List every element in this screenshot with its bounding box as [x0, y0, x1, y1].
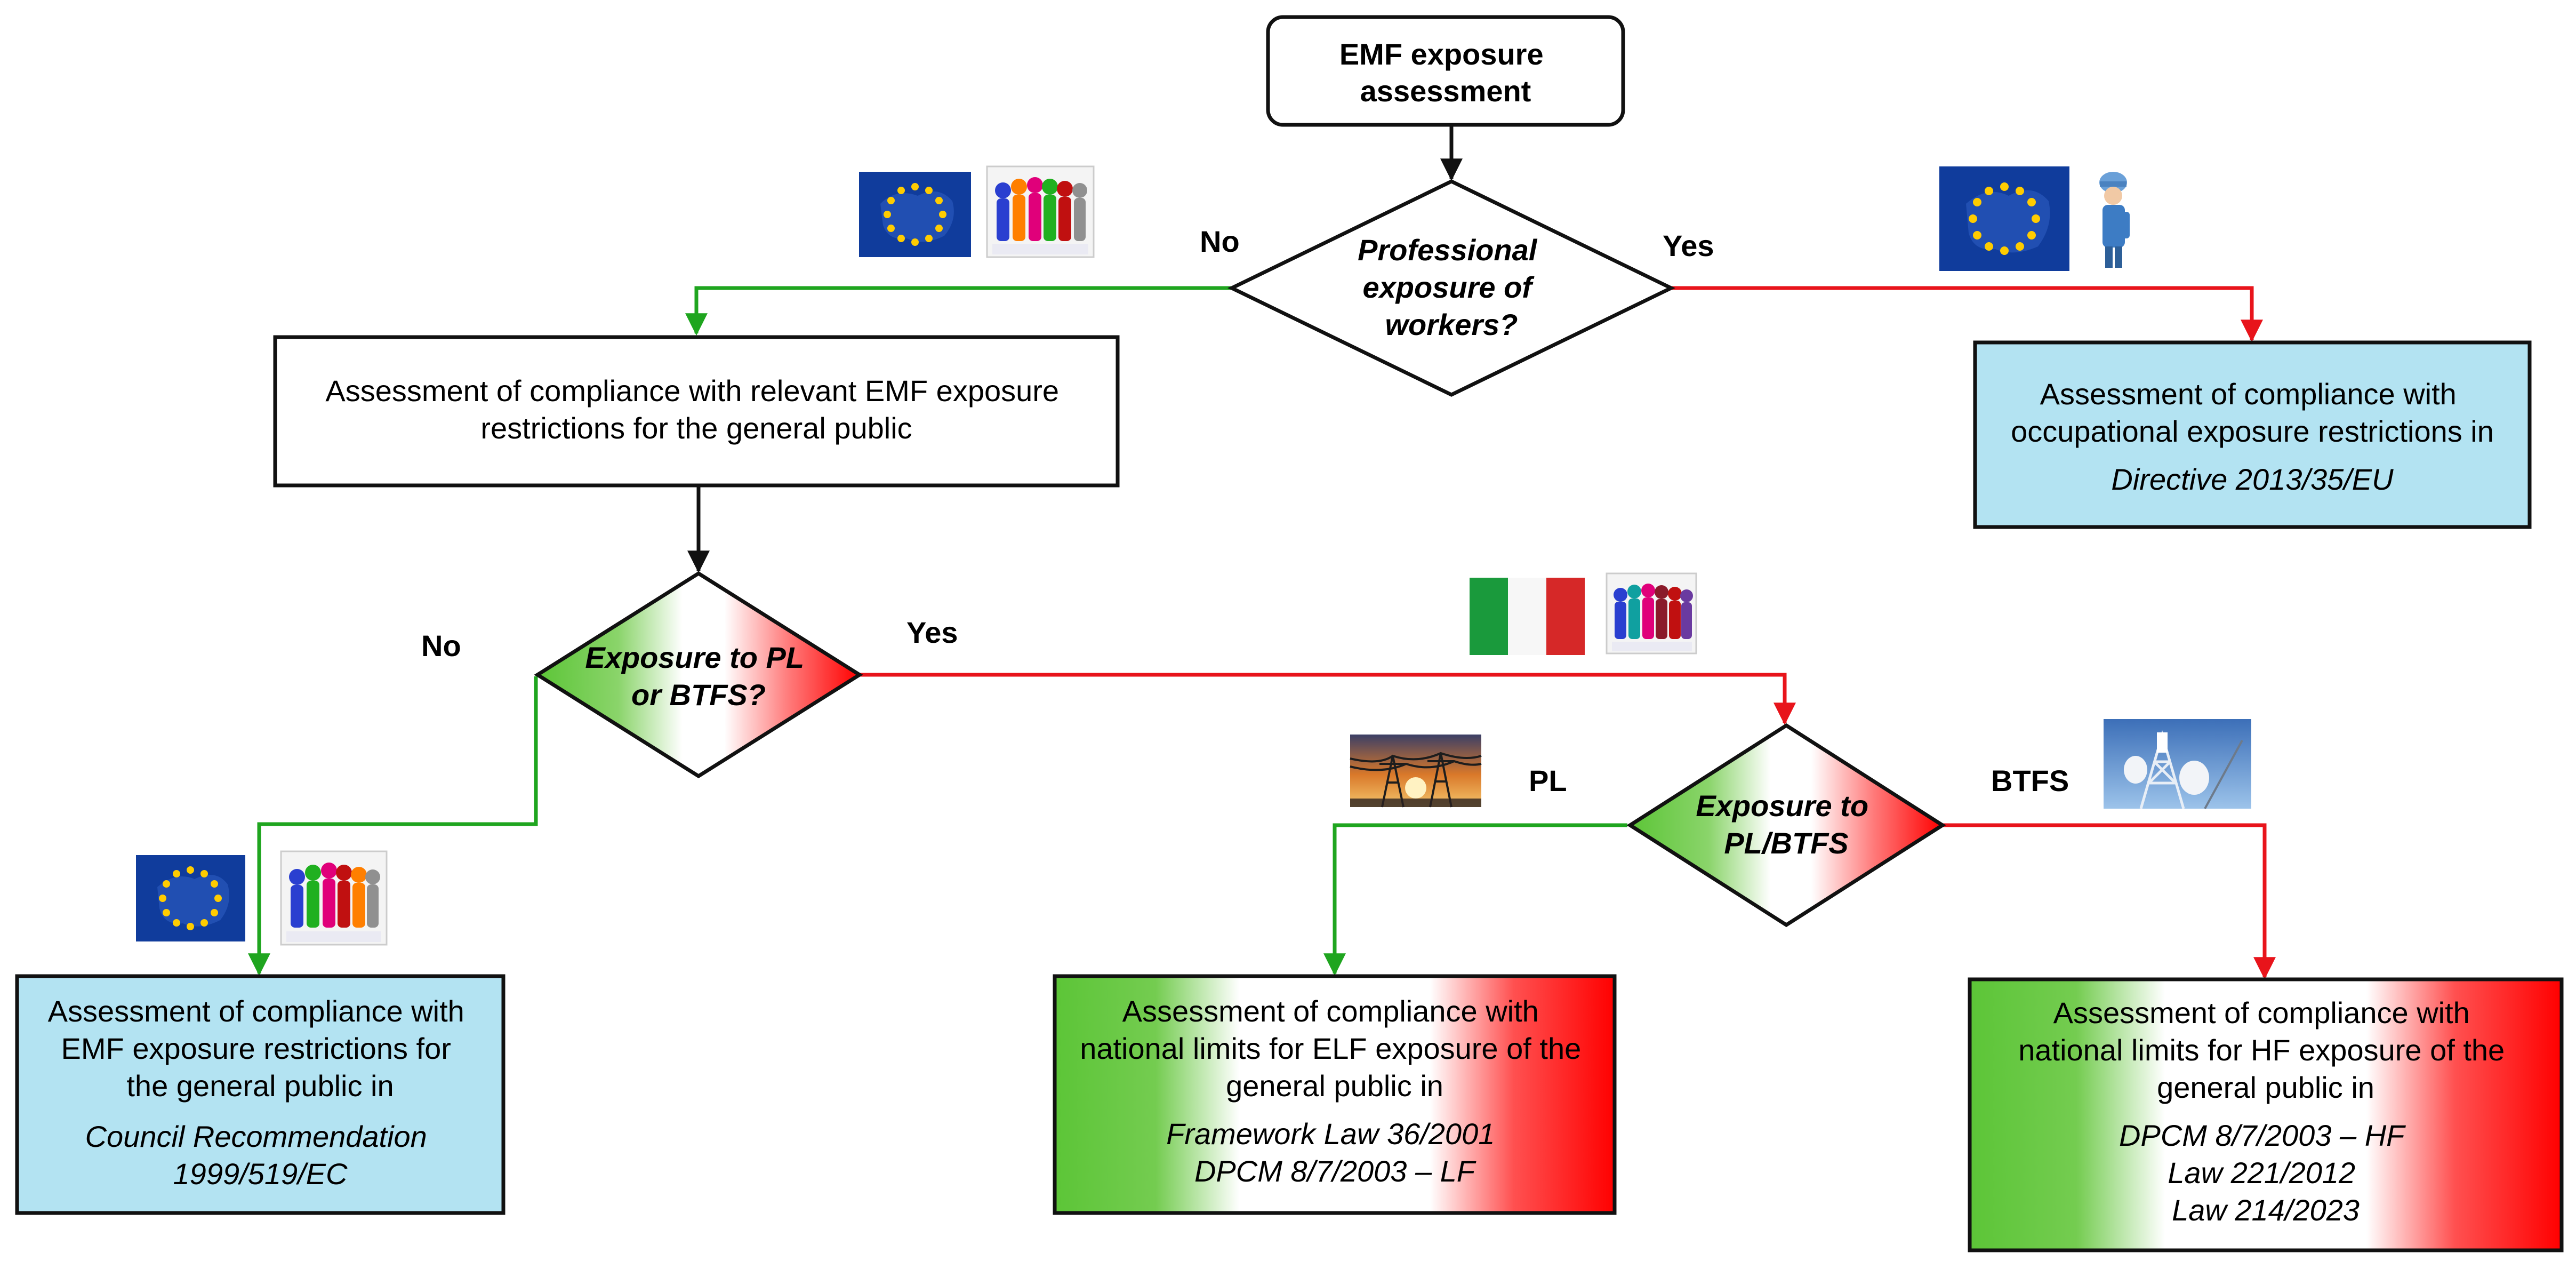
connectors: [248, 125, 2276, 980]
eu-flag-icon: [859, 172, 971, 257]
hf-line-3: general public in: [2157, 1071, 2374, 1104]
pl-or-btfs-line-2: PL/BTFS: [1724, 826, 1848, 860]
power-lines-icon: [1350, 735, 1482, 808]
label-branch-pl: PL: [1529, 764, 1567, 797]
council-recommendation-box: Assessment of compliance with EMF exposu…: [15, 974, 505, 1215]
antenna-tower-icon: [2104, 719, 2251, 809]
hf-ref-1: DPCM 8/7/2003 – HF: [2119, 1119, 2406, 1152]
pl-btfs-decision: Exposure to PL or BTFS?: [534, 571, 863, 779]
eu-flag-icon: [136, 855, 245, 941]
svg-text:Framework Law 36/2001 DP: Framework Law 36/2001 DPCM 8/7/2003 – LF: [1166, 1117, 1503, 1188]
pl-or-btfs-decision: Exposure to PL/BTFS: [1626, 723, 1946, 928]
elf-line-1: Assessment of compliance with: [1122, 994, 1539, 1028]
pl-or-btfs-line-1: Exposure to: [1696, 789, 1868, 823]
svg-text:Professional exposure of: Professional exposure of workers?: [1358, 233, 1545, 341]
svg-text:Exposure to PL/BTFS: Exposure to PL/BTFS: [1696, 789, 1876, 860]
general-public-box: Assessment of compliance with relevant E…: [273, 335, 1120, 488]
council-ref-1: Council Recommendation: [85, 1120, 427, 1153]
professional-decision: Professional exposure of workers?: [1227, 179, 1676, 397]
edge-branch-pl: [1323, 823, 1627, 976]
occupational-line-1: Assessment of compliance with: [2040, 377, 2457, 411]
label-professional-yes: Yes: [1663, 229, 1714, 262]
occupational-box: Assessment of compliance with occupation…: [1973, 340, 2532, 529]
elf-line-2: national limits for ELF exposure of the: [1080, 1032, 1581, 1065]
hf-ref-3: Law 214/2023: [2172, 1193, 2360, 1227]
professional-line-1: Professional: [1358, 233, 1538, 267]
council-line-2: EMF exposure restrictions for: [61, 1032, 451, 1065]
worker-icon: [2099, 172, 2130, 268]
occupational-ref-1: Directive 2013/35/EU: [2111, 462, 2394, 496]
label-pl-btfs-no: No: [421, 629, 461, 663]
occupational-line-2: occupational exposure restrictions in: [2011, 414, 2494, 448]
crowd-icon: [280, 850, 388, 946]
svg-text:Assessment of compliance with: Assessment of compliance with EMF exposu…: [48, 994, 473, 1103]
edge-pl-btfs-yes: [860, 673, 1796, 725]
elf-ref-1: Framework Law 36/2001: [1166, 1117, 1495, 1151]
svg-text:Assessment of compliance with: Assessment of compliance with occupation…: [2011, 377, 2494, 448]
svg-text:DPCM 8/7/2003 – HF Law 2: DPCM 8/7/2003 – HF Law 221/2012 Law 214/…: [2119, 1119, 2412, 1227]
label-professional-no: No: [1200, 225, 1240, 258]
svg-text:Exposure to PL or BTFS?: Exposure to PL or BTFS?: [585, 641, 812, 712]
italy-flag-icon: [1470, 578, 1585, 655]
edge-professional-no: [685, 286, 1232, 336]
svg-text:EMF exposure assessment: EMF exposure assessment: [1339, 37, 1552, 108]
hf-ref-2: Law 221/2012: [2168, 1156, 2355, 1190]
professional-line-2: exposure of: [1363, 270, 1535, 304]
elf-limits-box: Assessment of compliance with national l…: [1053, 974, 1617, 1215]
elf-line-3: general public in: [1226, 1069, 1443, 1103]
council-line-1: Assessment of compliance with: [48, 994, 464, 1028]
edge-pl-btfs-no: [248, 676, 538, 976]
edge-professional-yes: [1671, 286, 2263, 342]
edge-labels: No Yes No Yes PL BTFS: [421, 225, 2069, 797]
hf-limits-box: Assessment of compliance with national l…: [1968, 977, 2564, 1252]
edge-branch-btfs: [1943, 823, 2276, 980]
svg-text:Assessment of compliance with: Assessment of compliance with relevant E…: [325, 374, 1067, 445]
start-node: EMF exposure assessment: [1266, 15, 1625, 127]
label-branch-btfs: BTFS: [1991, 764, 2069, 797]
svg-text:Directive 2013/35/EU: Directive 2013/35/EU: [2111, 462, 2394, 496]
council-line-3: the general public in: [126, 1069, 394, 1103]
general-public-line-1: Assessment of compliance with relevant E…: [325, 374, 1059, 408]
svg-text:Assessment of compliance with: Assessment of compliance with national l…: [2018, 996, 2513, 1104]
svg-text:Council Recommendation 1: Council Recommendation 1999/519/EC: [85, 1120, 436, 1191]
start-line-2: assessment: [1360, 74, 1531, 108]
hf-line-2: national limits for HF exposure of the: [2018, 1033, 2505, 1067]
general-public-line-2: restrictions for the general public: [480, 411, 912, 445]
pl-btfs-line-2: or BTFS?: [631, 678, 766, 712]
pl-btfs-line-1: Exposure to PL: [585, 641, 804, 674]
elf-ref-2: DPCM 8/7/2003 – LF: [1194, 1154, 1476, 1188]
crowd-icon: [986, 165, 1095, 258]
hf-line-1: Assessment of compliance with: [2053, 996, 2470, 1029]
start-line-1: EMF exposure: [1339, 37, 1544, 71]
label-pl-btfs-yes: Yes: [906, 616, 958, 649]
professional-line-3: workers?: [1385, 308, 1518, 341]
eu-flag-icon: [1939, 166, 2069, 271]
svg-text:Assessment of compliance with: Assessment of compliance with national l…: [1080, 994, 1590, 1103]
crowd-icon: [1606, 572, 1697, 655]
council-ref-2: 1999/519/EC: [173, 1157, 348, 1191]
